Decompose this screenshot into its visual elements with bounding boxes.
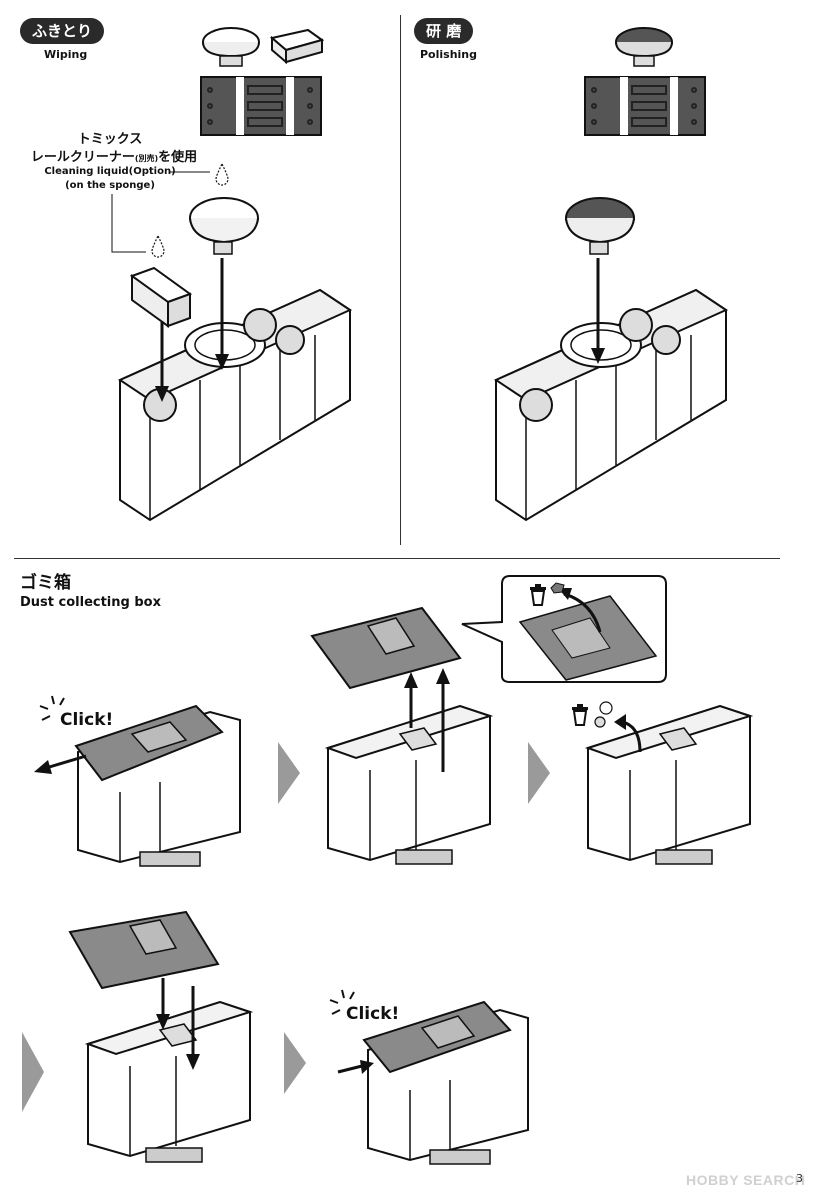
cleaner-product-jp: レールクリーナー <box>30 150 135 165</box>
wiping-label: ふきとり <box>20 18 105 44</box>
sponge-note: (on the sponge) <box>65 180 155 191</box>
step-chevron-icon <box>284 1032 306 1094</box>
arrow-down-icon <box>155 322 169 402</box>
arrow-left-icon <box>34 754 87 774</box>
arrow-down-icon <box>186 986 200 1070</box>
trash-can-icon <box>530 584 546 606</box>
track-panel-polishing <box>584 76 706 136</box>
trash-can-icon <box>572 704 588 726</box>
click-label-1: Click! <box>60 710 114 730</box>
step-chevron-icon <box>528 742 550 804</box>
wiping-pad-icon <box>202 27 260 67</box>
hopper-car-polishing <box>493 288 729 522</box>
removed-roof-lid <box>310 606 462 690</box>
debris-icon <box>550 582 565 594</box>
step-chevron-icon <box>278 742 300 804</box>
cleaning-pad-icon <box>189 197 259 255</box>
debris-icon <box>594 701 613 728</box>
arrow-down-icon <box>215 258 229 370</box>
track-panel-wiping <box>200 76 322 136</box>
cleaning-liquid-note: Cleaning liquid(Option) <box>44 166 176 177</box>
page-number: 3 <box>796 1172 803 1185</box>
sponge-icon <box>269 28 325 65</box>
cleaner-name-jp: レールクリーナー(別売)を使用 <box>14 146 214 165</box>
dust-box-title-jp: ゴミ箱 <box>20 573 71 593</box>
replacement-roof-lid <box>68 910 220 990</box>
curved-arrow-icon <box>614 714 642 753</box>
cleaner-use-jp: を使用 <box>158 150 198 165</box>
click-burst-icon <box>39 695 65 721</box>
hopper-car-open <box>324 704 494 865</box>
polishing-label-en: Polishing <box>420 48 478 61</box>
dust-box-title-en: Dust collecting box <box>20 595 161 610</box>
arrow-down-icon <box>156 978 170 1030</box>
hopper-car-open <box>584 704 754 865</box>
polishing-pad-icon <box>565 197 635 255</box>
click-label-2: Click! <box>346 1004 400 1024</box>
hopper-car-step1 <box>74 704 241 867</box>
droplet-icon <box>215 162 229 186</box>
arrow-up-icon <box>404 672 418 728</box>
sponge-icon <box>129 266 193 328</box>
section-divider-vertical <box>400 15 401 545</box>
arrow-right-icon <box>337 1060 374 1074</box>
polishing-pad-icon <box>615 27 673 67</box>
arrow-up-icon <box>436 668 450 772</box>
polishing-label: 研 磨 <box>414 18 474 44</box>
section-divider-horizontal <box>14 558 780 559</box>
callout-bubble <box>461 575 667 683</box>
droplet-icon <box>151 234 165 258</box>
hopper-car-open <box>84 1000 254 1163</box>
hopper-car-wiping <box>117 288 353 522</box>
watermark: HOBBY SEARCH <box>686 1172 806 1188</box>
click-burst-icon <box>329 989 355 1015</box>
wiping-label-en: Wiping <box>44 48 88 61</box>
arrow-down-icon <box>591 258 605 364</box>
leader-lines <box>111 171 210 253</box>
cleaner-sold-separately-jp: (別売) <box>134 154 159 163</box>
cleaner-maker-jp: トミックス <box>77 132 143 147</box>
hopper-car-closed <box>362 1000 529 1165</box>
step-chevron-icon <box>22 1032 44 1112</box>
